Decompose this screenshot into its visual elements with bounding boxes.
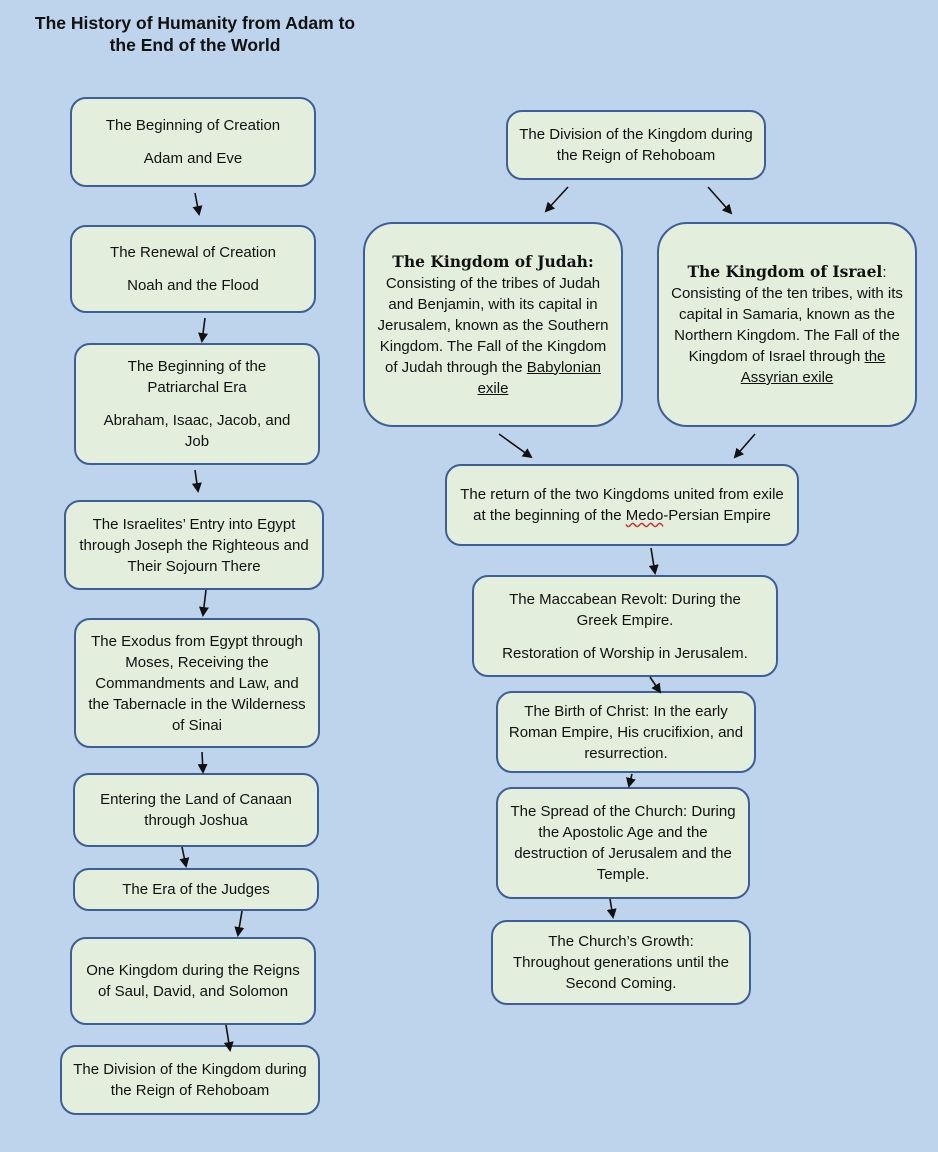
box-text: The Beginning of Creation bbox=[105, 117, 281, 134]
arrow-12 bbox=[733, 433, 756, 459]
box-text: The Era of the Judges bbox=[122, 881, 270, 898]
box-kingdom-of-judah: The Kingdom of Judah: Consisting of the … bbox=[363, 222, 623, 427]
arrow-7 bbox=[234, 910, 245, 937]
box-text: The return of the two Kingdoms united fr… bbox=[457, 484, 787, 526]
israel-heading: The Kingdom of Israel bbox=[687, 262, 883, 281]
box-text: One Kingdom during the Reigns of Saul, D… bbox=[86, 962, 300, 1000]
box-entry-into-egypt: The Israelites’ Entry into Egypt through… bbox=[64, 500, 324, 590]
box-kingdom-of-israel: The Kingdom of Israel: Consisting of the… bbox=[657, 222, 917, 427]
babylonian-exile-link: Babylonian exile bbox=[477, 358, 601, 397]
arrow-4 bbox=[198, 589, 209, 617]
box-exodus: The Exodus from Egypt through Moses, Rec… bbox=[74, 618, 320, 748]
box-text: The Division of the Kingdom during the R… bbox=[73, 1061, 307, 1099]
return-text-before: The return of the two Kingdoms united fr… bbox=[460, 486, 784, 524]
arrow-10 bbox=[707, 186, 733, 215]
box-one-kingdom: One Kingdom during the Reigns of Saul, D… bbox=[70, 937, 316, 1025]
box-text: The Kingdom of Judah: Consisting of the … bbox=[375, 251, 611, 399]
box-text: The Beginning of the Patriarchal Era bbox=[127, 358, 267, 396]
box-text: The Israelites’ Entry into Egypt through… bbox=[79, 515, 309, 575]
box-text: The Church’s Growth: Throughout generati… bbox=[513, 933, 729, 992]
arrow-5 bbox=[197, 751, 208, 774]
arrow-9 bbox=[544, 186, 569, 213]
box-maccabean-revolt: The Maccabean Revolt: During the Greek E… bbox=[472, 575, 778, 677]
arrow-2 bbox=[198, 317, 208, 343]
box-text: The Birth of Christ: In the early Roman … bbox=[508, 702, 744, 762]
box-spread-of-church: The Spread of the Church: During the Apo… bbox=[496, 787, 750, 899]
arrow-11 bbox=[498, 433, 533, 459]
box-text: Restoration of Worship in Jerusalem. bbox=[502, 644, 748, 662]
arrow-6 bbox=[179, 846, 190, 868]
assyrian-exile-link: the Assyrian exile bbox=[740, 348, 886, 386]
box-text: The Kingdom of Israel: Consisting of the… bbox=[669, 261, 905, 388]
box-entering-canaan: Entering the Land of Canaan through Josh… bbox=[73, 773, 319, 847]
box-text: Adam and Eve bbox=[143, 150, 243, 167]
box-text: Noah and the Flood bbox=[127, 277, 259, 294]
box-division-right: The Division of the Kingdom during the R… bbox=[506, 110, 766, 180]
box-text: The Exodus from Egypt through Moses, Rec… bbox=[88, 632, 306, 734]
box-text: Abraham, Isaac, Jacob, and Job bbox=[103, 412, 291, 450]
arrow-13 bbox=[648, 547, 659, 575]
box-text: Entering the Land of Canaan through Josh… bbox=[100, 791, 292, 829]
judah-heading: The Kingdom of Judah: bbox=[392, 251, 594, 271]
box-birth-of-christ: The Birth of Christ: In the early Roman … bbox=[496, 691, 756, 773]
box-text: The Division of the Kingdom during the R… bbox=[519, 126, 753, 164]
arrow-14 bbox=[649, 676, 662, 694]
box-patriarchal-era: The Beginning of the Patriarchal Era Abr… bbox=[74, 343, 320, 465]
box-text: The Maccabean Revolt: During the Greek E… bbox=[509, 590, 741, 629]
page-title: The History of Humanity from Adam to the… bbox=[34, 13, 356, 55]
arrow-3 bbox=[191, 469, 202, 493]
box-text: The Spread of the Church: During the Apo… bbox=[510, 803, 736, 883]
israel-heading-colon: : bbox=[882, 264, 887, 281]
return-text-wavy: Medo bbox=[625, 507, 664, 524]
box-church-growth: The Church’s Growth: Throughout generati… bbox=[491, 920, 751, 1005]
box-era-of-judges: The Era of the Judges bbox=[73, 868, 319, 911]
arrow-15 bbox=[626, 773, 636, 788]
arrow-1 bbox=[192, 192, 203, 216]
israel-body: Consisting of the ten tribes, with its c… bbox=[671, 285, 903, 365]
box-beginning-of-creation: The Beginning of Creation Adam and Eve bbox=[70, 97, 316, 187]
box-return-from-exile: The return of the two Kingdoms united fr… bbox=[445, 464, 799, 546]
box-renewal-of-creation: The Renewal of Creation Noah and the Flo… bbox=[70, 225, 316, 313]
box-division-left: The Division of the Kingdom during the R… bbox=[60, 1045, 320, 1115]
judah-body: Consisting of the tribes of Judah and Be… bbox=[377, 274, 609, 376]
arrow-16 bbox=[606, 898, 617, 919]
return-text-after: -Persian Empire bbox=[663, 507, 771, 524]
box-text: The Renewal of Creation bbox=[110, 244, 276, 261]
